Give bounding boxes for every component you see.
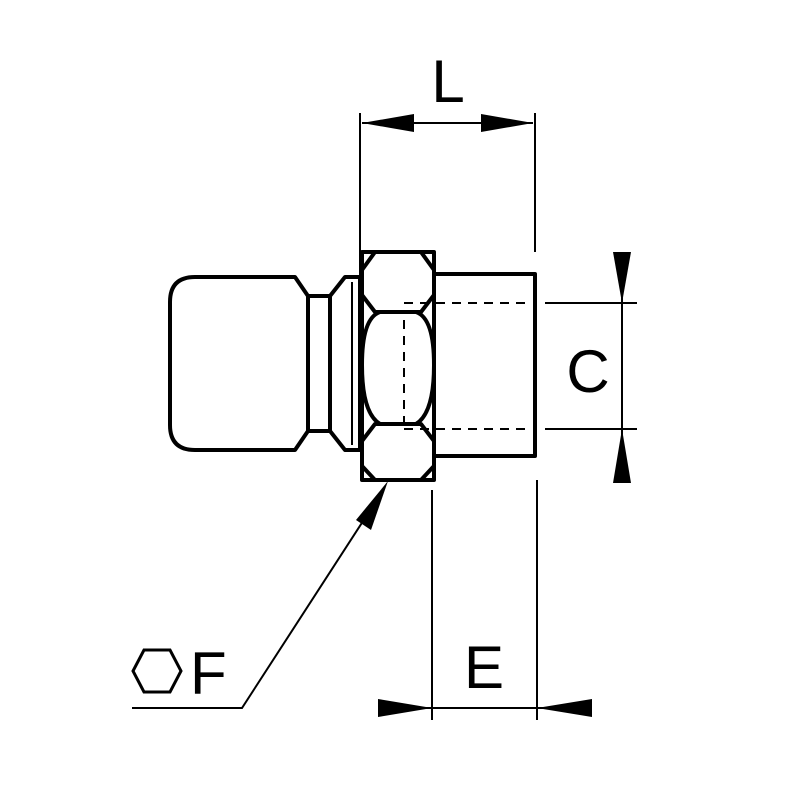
label-f: F xyxy=(190,640,227,707)
dimension-e: E xyxy=(378,480,592,720)
label-l: L xyxy=(431,48,464,115)
label-c: C xyxy=(566,338,609,405)
dimension-l: L xyxy=(359,48,536,395)
hex-size-leader: F xyxy=(131,481,388,709)
dimension-c: C xyxy=(545,252,637,483)
threaded-body xyxy=(432,272,537,458)
hidden-bore-lines xyxy=(403,302,530,430)
hex-nut xyxy=(360,250,436,482)
hexagon-icon xyxy=(131,648,183,694)
plug-body xyxy=(168,275,362,452)
label-e: E xyxy=(464,634,504,701)
